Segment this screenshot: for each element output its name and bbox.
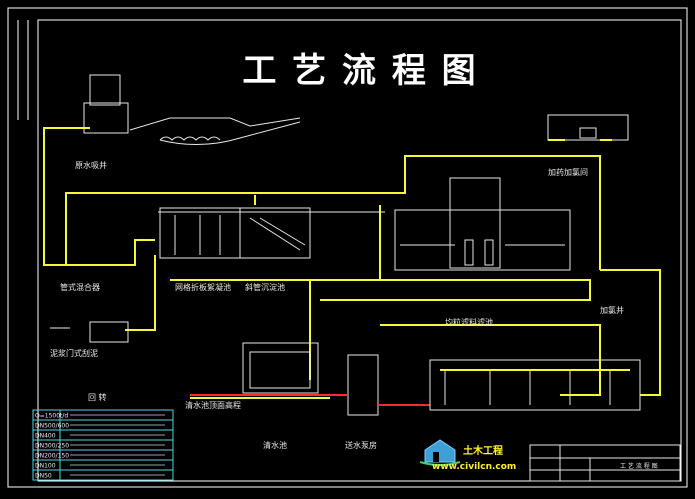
dosing-room [547,114,629,141]
v-filter-label: 均粒滤料滤池 [445,317,493,327]
legend-rows: Q=1500t/dDN500/600DN400DN300/250DN200/15… [33,413,173,480]
logo-url: www.civilcn.com [432,462,516,472]
v-filter [394,177,571,271]
civilcn-logo [419,439,461,466]
legend-row-label: DN300/250 [35,443,69,450]
clear-water-caption: 清水池顶面高程 [185,400,241,410]
legend-row-label: DN400 [35,433,56,440]
logo-brand: 土木工程 [463,444,503,457]
dosing-room-label: 加药加氯间 [548,167,588,177]
suction-well [330,354,430,416]
pump-house-label: 送水泵房 [345,440,377,450]
legend-table [32,409,174,481]
sludge-tank [50,321,129,343]
clear-water-tank [190,342,330,399]
title-block-name: 工 艺 流 程 图 [620,462,658,470]
legend-row-label: DN200/150 [35,453,69,460]
flocculation-sedimentation-tanks [158,207,385,259]
sludge-thickener-label: 泥浆门式刮泥 [50,348,98,358]
legend-row-label: DN50 [35,473,52,480]
intake-structure [83,74,301,145]
clear-water-tank-label: 清水池 [263,440,287,450]
drawing-title: 工 艺 流 程 图 [242,51,477,91]
pipe-mixer-label: 管式混合器 [60,282,100,292]
legend-row-label: Q=1500t/d [35,413,68,420]
legend-row-label: DN500/600 [35,423,69,430]
return-label: 回 转 [88,392,107,402]
chlorination-well-label: 加氯井 [600,305,624,315]
raw-water-well-label: 原水吸井 [75,160,107,170]
title-block [529,444,681,482]
inclined-tube-sed-label: 斜管沉淀池 [245,282,285,292]
grid-flocculation-label: 网格折板絮凝池 [175,282,231,292]
pump-house [429,359,641,411]
inner-border [37,19,682,482]
outer-border [7,7,688,488]
legend-row-label: DN100 [35,463,56,470]
